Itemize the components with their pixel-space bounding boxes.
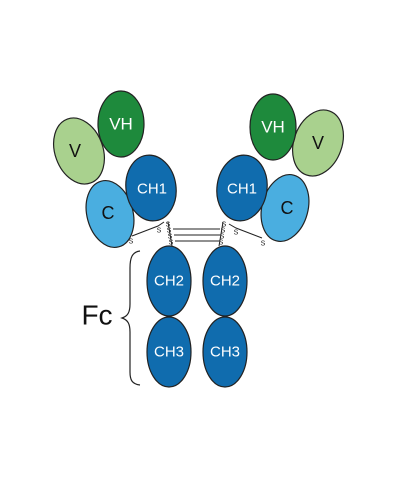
light-heavy-disulfide-bonds: S S S S <box>129 221 266 248</box>
right-ch2-label: CH2 <box>210 273 240 290</box>
left-ch1-domain: CH1 <box>125 154 177 222</box>
right-ch3-domain: CH3 <box>202 316 248 388</box>
hinge-connector-right <box>218 221 224 247</box>
fc-curly-brace <box>120 250 141 386</box>
fc-label: Fc <box>81 300 112 331</box>
right-ch3-ellipse <box>202 316 248 388</box>
fc-region-annotation: Fc <box>81 250 141 386</box>
left-ch2-domain: CH2 <box>146 245 192 317</box>
right-ch3-label: CH3 <box>210 344 240 361</box>
right-ch1-label: CH1 <box>227 181 257 198</box>
left-ch3-ellipse <box>146 316 192 388</box>
right-vh-label: VH <box>261 118 285 137</box>
right-light-s-label: S <box>261 241 266 248</box>
left-ch1-label: CH1 <box>137 181 167 198</box>
left-c-label: C <box>102 203 115 223</box>
hinge-s-right-4: S <box>219 240 224 247</box>
left-heavy-chain-variable-domain: VH <box>97 90 145 158</box>
left-light-s-label: S <box>129 239 134 246</box>
left-ch3-label: CH3 <box>154 344 184 361</box>
left-ch3-domain: CH3 <box>146 316 192 388</box>
right-ch1-ellipse <box>216 154 268 222</box>
right-ch2-domain: CH2 <box>202 245 248 317</box>
left-vh-ellipse <box>97 90 145 158</box>
right-ch1-domain: CH1 <box>216 154 268 222</box>
right-c-label: C <box>281 198 294 218</box>
right-light-heavy-bond <box>228 223 263 239</box>
hinge-s-left-3: S <box>168 234 173 241</box>
hinge-s-right-1: S <box>222 222 227 229</box>
right-v-label: V <box>312 133 324 153</box>
right-heavy-s-label: S <box>234 230 239 237</box>
hinge-disulfide-bonds: S S S S S S S S <box>166 222 227 247</box>
hinge-connector-left <box>167 221 173 247</box>
left-vh-label: VH <box>109 115 133 134</box>
left-v-label: V <box>69 141 81 161</box>
left-heavy-s-label: S <box>157 228 162 235</box>
hinge-s-right-2: S <box>221 228 226 235</box>
left-ch2-label: CH2 <box>154 273 184 290</box>
right-heavy-chain-variable-domain: VH <box>249 93 297 161</box>
right-ch2-ellipse <box>202 245 248 317</box>
hinge-s-left-2: S <box>167 228 172 235</box>
right-vh-ellipse <box>249 93 297 161</box>
left-ch1-ellipse <box>125 154 177 222</box>
hinge-s-left-1: S <box>166 222 171 229</box>
hinge-s-left-4: S <box>169 240 174 247</box>
left-ch2-ellipse <box>146 245 192 317</box>
left-light-heavy-bond <box>131 221 165 237</box>
hinge-s-right-3: S <box>220 234 225 241</box>
